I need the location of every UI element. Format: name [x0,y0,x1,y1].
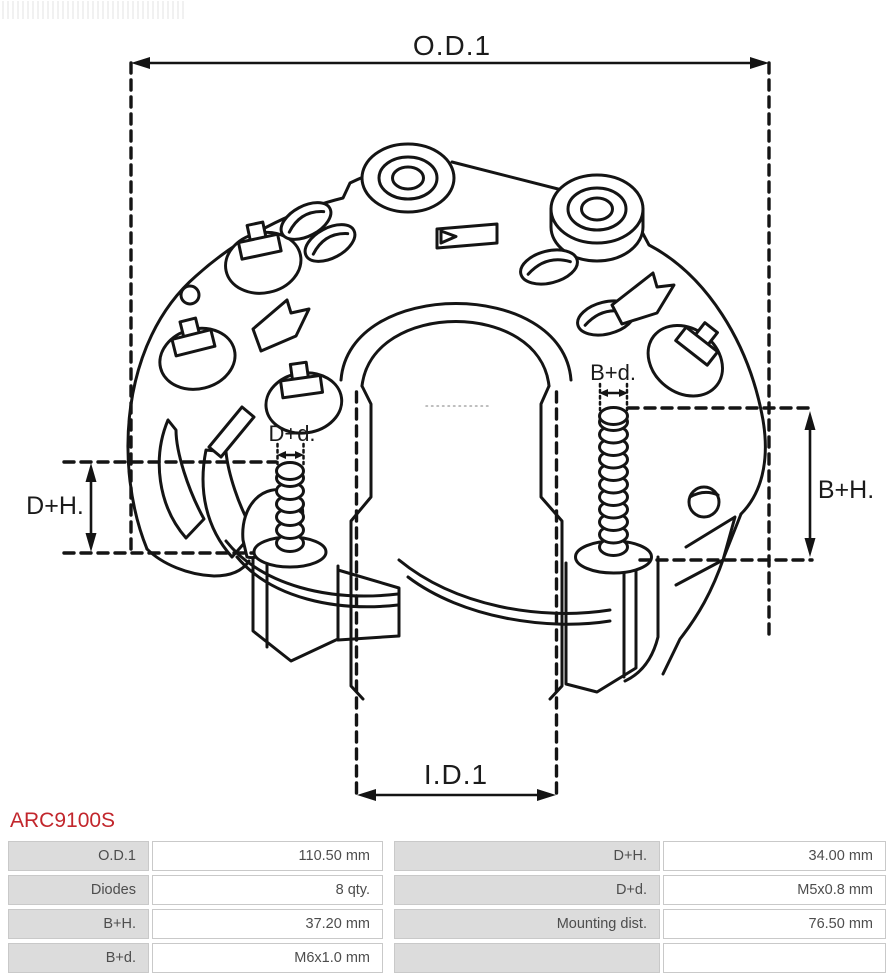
dim-label-b-plus-d: B+d. [590,360,636,385]
d-plus-stud [252,461,328,569]
spec-label: D+d. [394,875,660,905]
spec-value: 110.50 mm [152,841,383,871]
mounting-feet [224,539,660,694]
dimension-id1 [354,390,559,801]
oval-slot-1 [279,201,333,241]
oval-slot-2 [303,223,357,263]
diode-3 [264,360,344,435]
spec-value: 8 qty. [152,875,383,905]
dimension-b-plus-h [626,406,816,562]
b-plus-stud [574,406,653,575]
spec-value: M5x0.8 mm [663,875,886,905]
dim-label-d-plus-h: D+H. [26,492,84,520]
dimension-od1 [129,57,771,640]
spec-value: 76.50 mm [663,909,886,939]
pilot-hole [179,284,201,306]
spec-label: O.D.1 [8,841,149,871]
dimension-d-plus-d [276,442,305,466]
spec-value: M6x1.0 mm [152,943,383,973]
spec-row: B+H. 37.20 mm Mounting dist. 76.50 mm [8,909,886,939]
spec-value: 34.00 mm [663,841,886,871]
spec-row: Diodes 8 qty. D+d. M5x0.8 mm [8,875,886,905]
screw-hole [687,485,721,519]
diode-4 [646,321,724,398]
dim-label-b-plus-h: B+H. [818,476,874,504]
spec-label [394,943,660,973]
spec-label: Diodes [8,875,149,905]
oval-slot-3 [519,248,579,286]
dimension-d-plus-h [62,460,278,555]
diode-2 [158,316,237,391]
b-plus-terminal-right [549,173,645,263]
spec-row: B+d. M6x1.0 mm [8,943,886,973]
diode-1 [224,220,303,295]
dim-label-d-plus-d: D+d. [268,421,315,446]
mold-arrow-right [610,271,676,326]
spec-label: B+d. [8,943,149,973]
part-number: ARC9100S [10,809,116,832]
spec-row: O.D.1 110.50 mm D+H. 34.00 mm [8,841,886,871]
spec-value [663,943,886,973]
center-bore [339,302,573,701]
spec-value: 37.20 mm [152,909,383,939]
b-plus-terminal-left [360,142,456,214]
technical-drawing: O.D.1 I.D.1 D+H. B+H. D+d. B+d. [26,30,874,801]
dim-label-id1: I.D.1 [424,759,488,790]
spec-table: O.D.1 110.50 mm D+H. 34.00 mm Diodes 8 q… [8,841,886,977]
connector-slot [435,222,499,250]
spec-label: B+H. [8,909,149,939]
dim-label-od1: O.D.1 [413,30,491,61]
scan-noise [2,1,187,19]
spec-label: Mounting dist. [394,909,660,939]
spec-label: D+H. [394,841,660,871]
dimension-b-plus-d [598,382,629,412]
mold-arrow-left [251,298,311,353]
